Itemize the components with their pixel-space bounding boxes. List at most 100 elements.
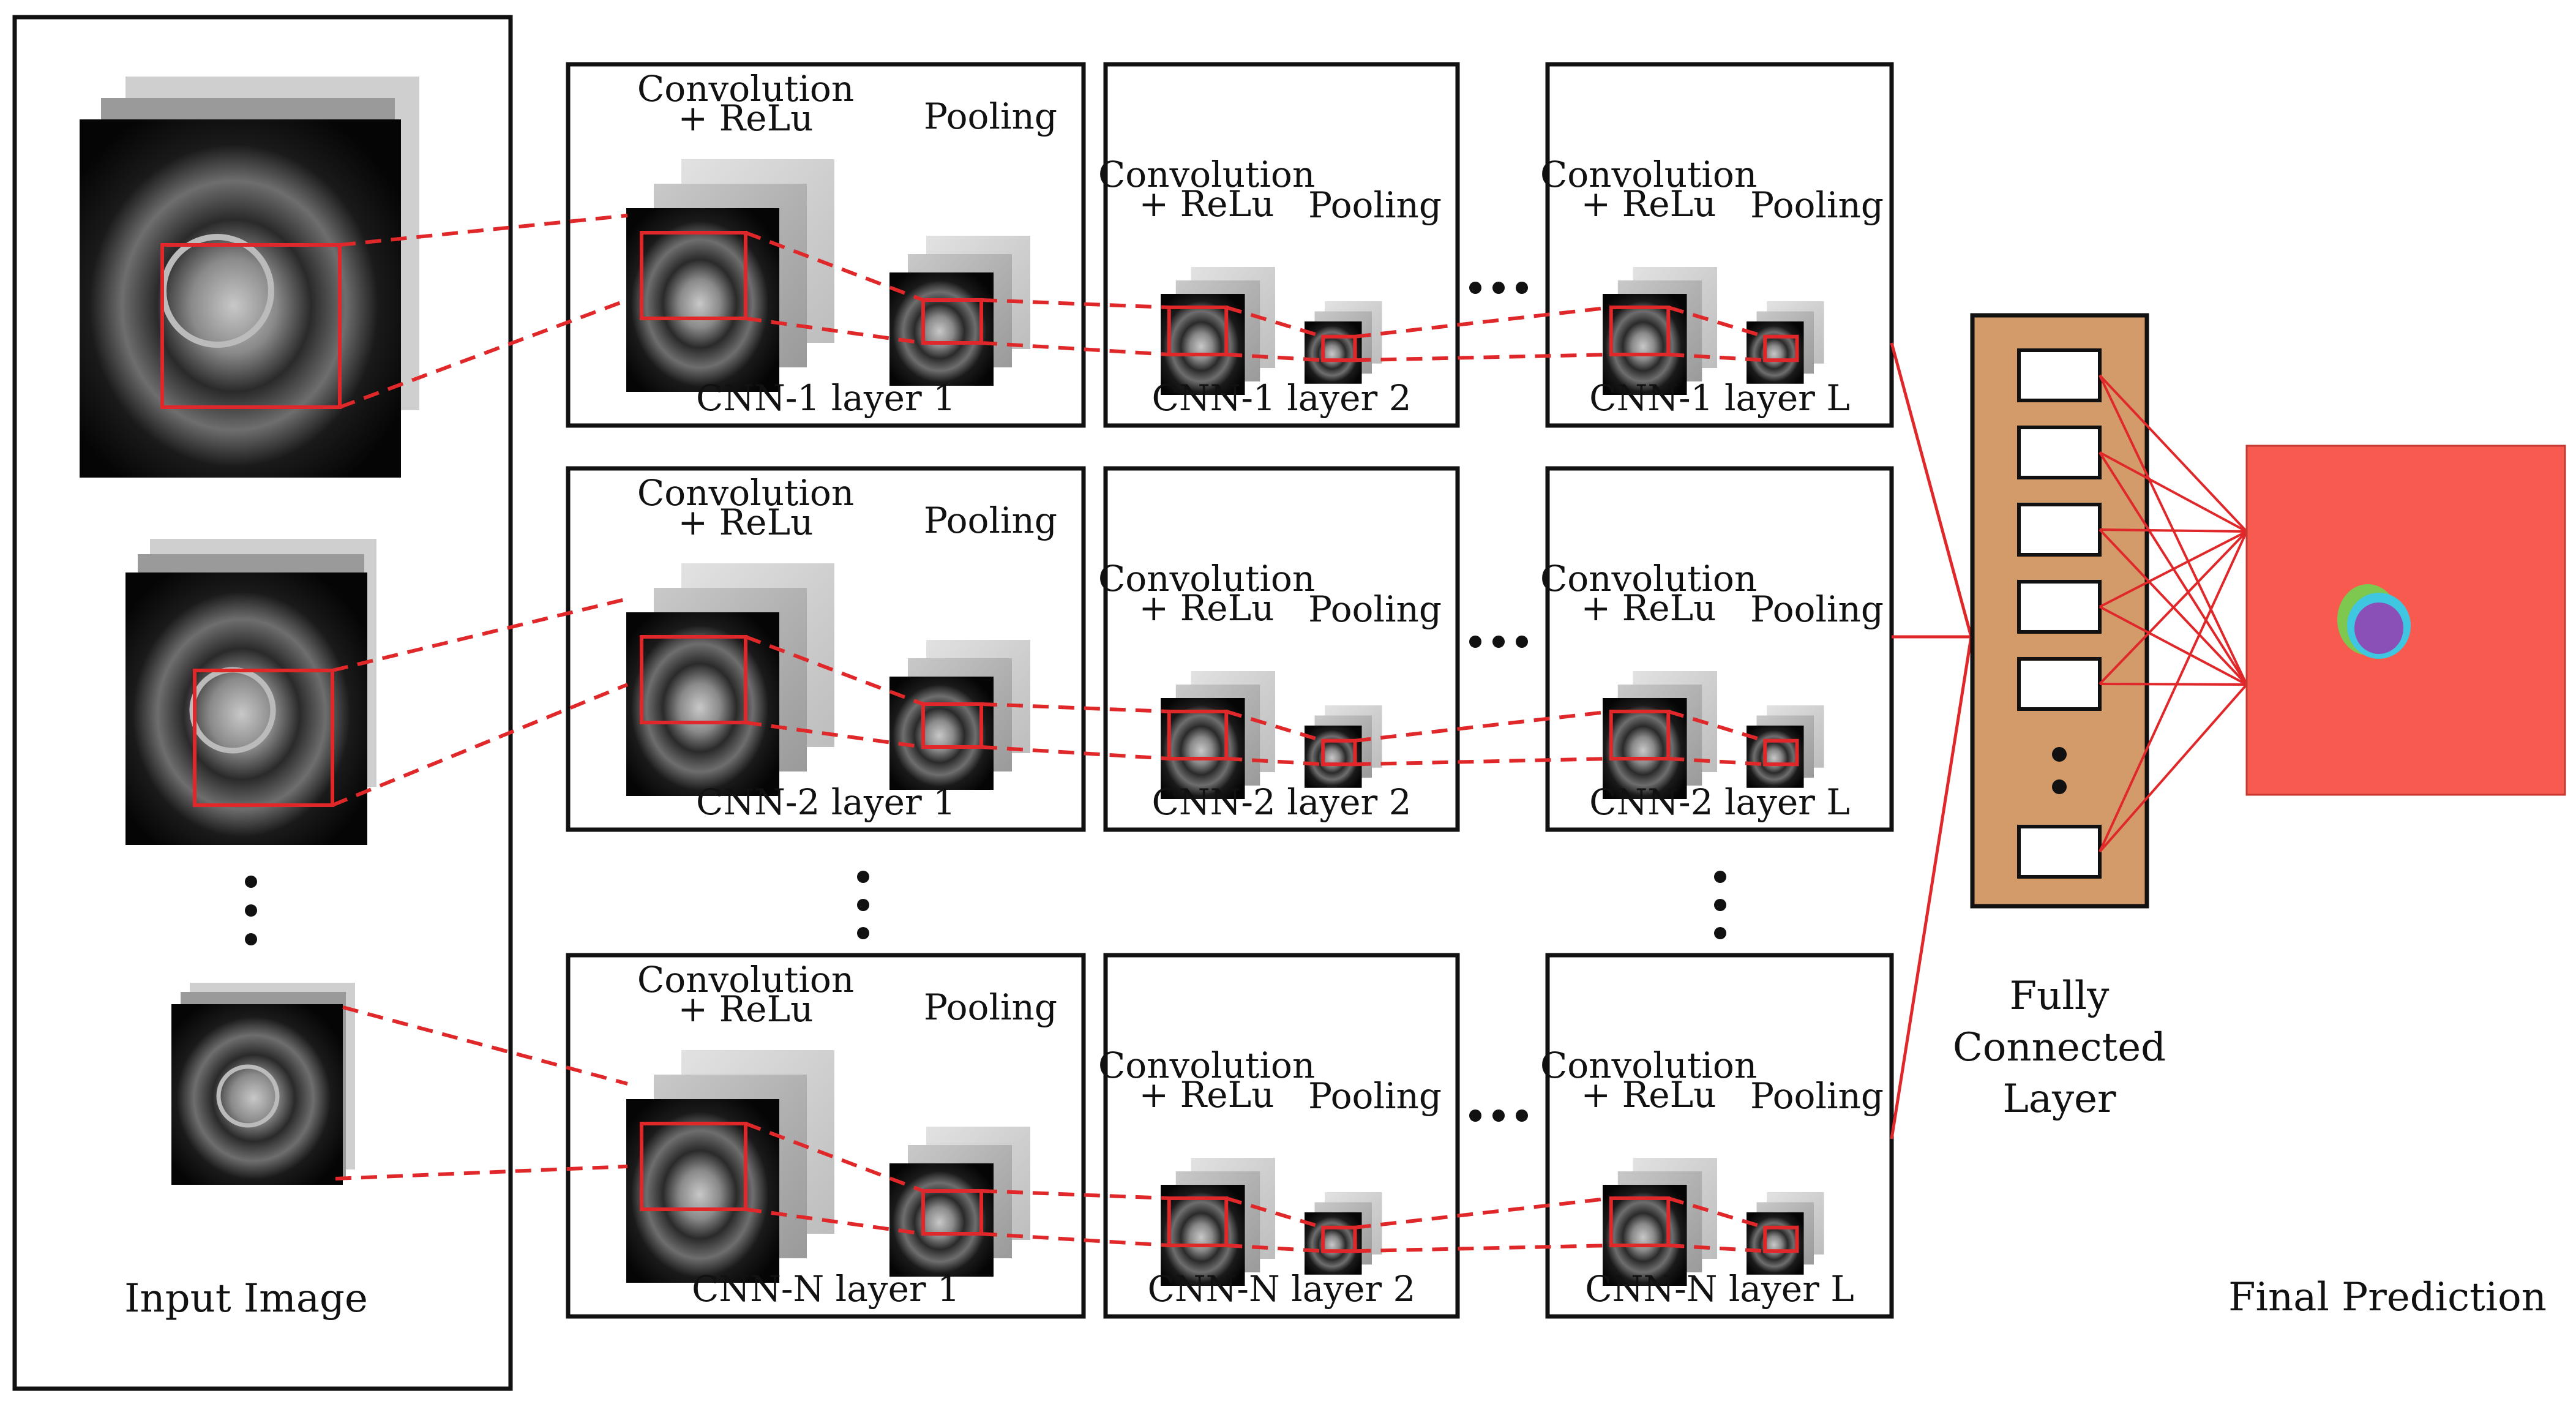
conv-to-pool-line — [745, 721, 924, 749]
layer-caption: CNN-1 layer 1 — [696, 377, 956, 419]
pooling-label: Pooling — [1308, 184, 1442, 226]
layer-to-layer-line — [1355, 710, 1612, 743]
feature-map — [1603, 698, 1687, 799]
layer-caption: CNN-2 layer L — [1589, 781, 1850, 823]
fc-to-output-edges — [2099, 374, 2248, 853]
input-image-label: Input Image — [124, 1276, 368, 1321]
fc-output-edge — [2099, 606, 2247, 686]
fully-connected-layer: Fully Connected Layer — [1953, 313, 2248, 1122]
fc-vertical-ellipsis — [2052, 747, 2067, 794]
pooled-map — [889, 1163, 994, 1277]
input-panel: Input Image — [12, 15, 513, 1391]
conv-to-pool-line — [745, 317, 924, 345]
layer-caption: CNN-N layer 1 — [692, 1268, 960, 1310]
layer-box-frame — [1103, 466, 1460, 832]
conv-kernel-box — [1609, 1196, 1671, 1247]
conv-kernel-box — [1167, 306, 1229, 356]
relu-label: + ReLu — [1139, 587, 1275, 629]
conv-to-pool-line — [1668, 353, 1765, 362]
input-mri-slice — [125, 572, 367, 845]
fc-output-edge — [2099, 531, 2248, 852]
pooled-map — [1305, 726, 1362, 788]
feature-map — [1603, 1185, 1687, 1286]
pooling-label: Pooling — [1308, 588, 1442, 630]
pooled-map — [1305, 1212, 1362, 1275]
pooled-map — [1747, 321, 1804, 384]
relu-label: + ReLu — [1139, 183, 1275, 225]
layer-box-frame — [1103, 953, 1460, 1319]
conv-to-pool-line — [1226, 1196, 1324, 1229]
relu-label: + ReLu — [1581, 183, 1717, 225]
layer-box-frame — [566, 953, 1086, 1319]
pooled-map — [1747, 1212, 1804, 1275]
conv-to-pool-line — [745, 1207, 924, 1236]
convolution-label: Convolution — [637, 68, 854, 110]
layer-box-frame — [1545, 953, 1894, 1319]
fc-output-edge — [2099, 528, 2247, 533]
pool-window-box — [1321, 1225, 1357, 1253]
conv-kernel-box — [640, 635, 747, 724]
convolution-label: Convolution — [1540, 1045, 1757, 1086]
pooling-label: Pooling — [924, 986, 1057, 1028]
layer-caption: CNN-2 layer 1 — [696, 781, 956, 823]
feature-map — [1603, 294, 1687, 395]
relu-label: + ReLu — [678, 97, 814, 139]
column-l-ellipsis — [1714, 871, 1726, 939]
fc-neuron-5 — [2017, 657, 2102, 711]
pooled-map — [1305, 321, 1362, 384]
pooling-label: Pooling — [1750, 1075, 1884, 1117]
convolution-label: Convolution — [1098, 558, 1315, 599]
fc-neurons — [2017, 348, 2102, 879]
conv-to-pool-line — [744, 635, 924, 706]
convolution-label: Convolution — [637, 472, 854, 514]
layer-box-frame — [1103, 62, 1460, 428]
layer-to-layer-line — [1355, 1196, 1612, 1229]
layer-caption: CNN-1 layer L — [1589, 377, 1850, 419]
final-prediction-label: Final Prediction — [2228, 1275, 2547, 1320]
input-image-stack-3 — [171, 983, 355, 1185]
fc-output-edge — [2099, 530, 2248, 685]
fc-label-line-2: Connected — [1953, 1025, 2166, 1070]
relu-label: + ReLu — [1581, 587, 1717, 629]
pooling-label: Pooling — [924, 500, 1057, 541]
layer-to-layer-line — [981, 298, 1169, 309]
layer-box-frame — [566, 62, 1086, 428]
receptive-field-box — [193, 669, 334, 807]
input-mri-slice — [171, 1004, 343, 1185]
segmentation-blob-purple — [2354, 603, 2403, 654]
fc-neuron-1 — [2017, 348, 2102, 402]
conv-to-pool-line — [1668, 710, 1766, 743]
layer-to-layer-line — [1355, 306, 1612, 339]
input-panel-frame — [12, 15, 513, 1391]
pool-window-box — [921, 298, 983, 345]
layer-to-layer-line — [981, 341, 1169, 356]
conv-kernel-box — [640, 1122, 747, 1211]
convolution-label: Convolution — [1540, 154, 1757, 195]
layer-caption: CNN-N layer L — [1585, 1268, 1854, 1310]
conv-to-pool-line — [744, 1122, 924, 1193]
row-ellipses — [1469, 282, 1528, 1122]
layer-box-frame — [1545, 62, 1894, 428]
conv-to-pool-line — [1226, 353, 1324, 362]
input-mri-slice — [80, 119, 401, 478]
conv-kernel-box — [1167, 710, 1229, 760]
conv-kernel-box — [1609, 306, 1671, 356]
relu-label: + ReLu — [1139, 1074, 1275, 1116]
layer-caption: CNN-2 layer 2 — [1151, 781, 1411, 823]
feature-map — [1161, 1185, 1245, 1286]
conv-to-pool-line — [744, 231, 924, 302]
conv-to-pool-line — [1668, 1244, 1765, 1253]
pooling-label: Pooling — [1750, 184, 1884, 226]
conv-kernel-box — [1609, 710, 1671, 760]
fc-output-edge — [2099, 683, 2248, 853]
relu-label: + ReLu — [678, 501, 814, 543]
row-2-ellipsis — [1469, 636, 1528, 648]
